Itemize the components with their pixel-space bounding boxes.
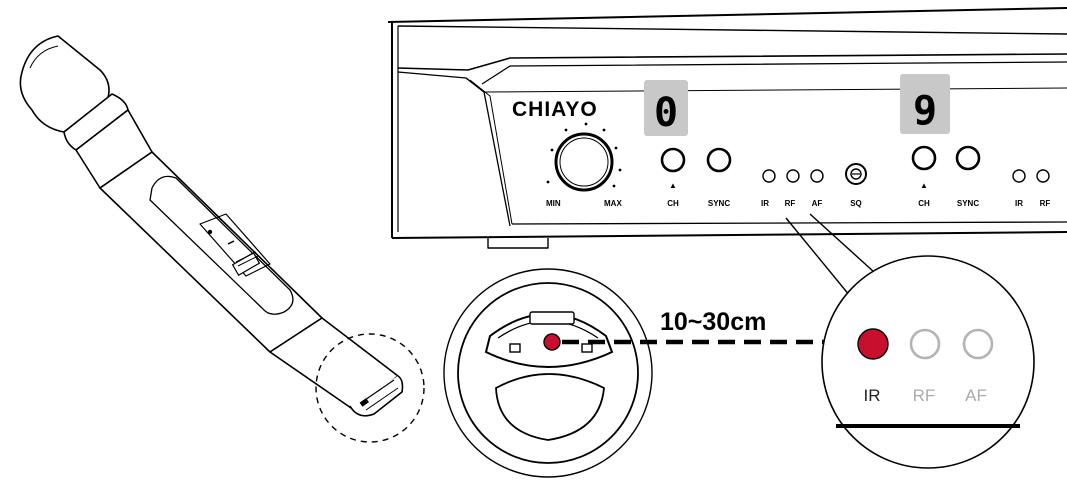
- led-zoom-circle: [821, 255, 1035, 469]
- sq-label: SQ: [850, 199, 862, 208]
- ch-button-b[interactable]: [911, 145, 937, 171]
- rf-led-b: [1036, 169, 1050, 183]
- zoom-af-led: [962, 328, 994, 360]
- ir-led-b: [1012, 169, 1026, 183]
- mic-ir-emitter: [543, 333, 561, 351]
- af-label-a: AF: [812, 199, 823, 208]
- channel-display-b: [900, 74, 950, 134]
- rf-label-b: RF: [1040, 199, 1051, 208]
- volume-max-label: MAX: [604, 199, 622, 208]
- ch-label-b: CH: [918, 199, 930, 208]
- zoom-rf-led: [909, 328, 941, 360]
- channel-display-a: [644, 80, 688, 136]
- ir-label-a: IR: [761, 199, 769, 208]
- rf-led-a: [786, 169, 800, 183]
- zoom-ir-label: IR: [864, 386, 881, 405]
- sync-button-a[interactable]: [706, 147, 732, 173]
- sync-label-b: SYNC: [957, 199, 979, 208]
- zoom-callout-lines: [785, 213, 875, 297]
- ch-arrow-a: ▲: [669, 181, 677, 190]
- ch-label-a: CH: [667, 199, 679, 208]
- handheld-microphone: [19, 35, 404, 417]
- sync-label-a: SYNC: [708, 199, 730, 208]
- volume-min-label: MIN: [546, 199, 561, 208]
- mic-highlight-circle: [315, 333, 425, 443]
- zoom-af-label: AF: [965, 386, 987, 405]
- mic-body: [99, 151, 323, 353]
- channel-digit-b: 9: [913, 88, 937, 134]
- distance-label: 10~30cm: [660, 308, 766, 336]
- channel-digit-a: 0: [654, 90, 678, 136]
- af-led-a: [810, 169, 824, 183]
- mic-ir-window-icon: [359, 398, 369, 407]
- mic-bottom-zoom: [443, 268, 653, 478]
- ch-arrow-b: ▲: [920, 181, 928, 190]
- sq-trim-knob[interactable]: [845, 163, 867, 185]
- rf-label-a: RF: [785, 199, 796, 208]
- receiver-unit: [387, 7, 1067, 249]
- ir-led-a: [762, 169, 776, 183]
- zoom-ir-led: [857, 328, 889, 360]
- brand-logo: CHIAYO: [512, 98, 598, 121]
- sync-button-b[interactable]: [955, 145, 981, 171]
- zoom-rf-label: RF: [913, 386, 936, 405]
- ch-button-a[interactable]: [660, 147, 686, 173]
- volume-knob[interactable]: [554, 132, 614, 192]
- ir-label-b: IR: [1015, 199, 1023, 208]
- volume-scale-dots: [546, 122, 622, 188]
- mic-led-icon: [207, 229, 213, 235]
